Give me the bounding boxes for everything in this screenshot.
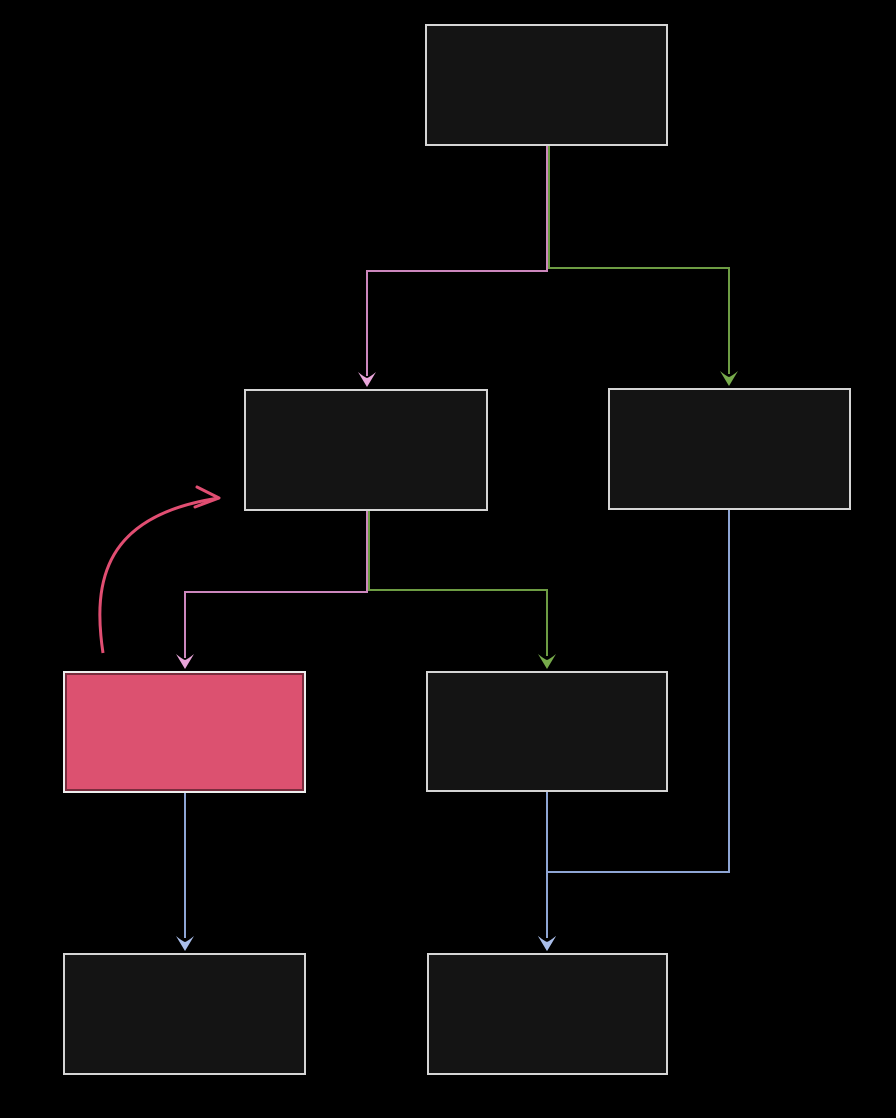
arrowhead-root-to-branch-left: [358, 372, 376, 387]
flowchart-node-branch-left: [244, 389, 488, 511]
arrowhead-branch-right-to-leaf-mid: [538, 936, 556, 951]
arrowhead-highlight-to-leaf-left: [176, 936, 194, 951]
edge-highlight-back-to-branch-left: [98, 496, 220, 654]
edge-branch-left-to-mid-child: [368, 511, 548, 656]
arrowhead-branch-left-to-highlight: [176, 654, 194, 669]
edge-root-to-branch-left: [366, 146, 548, 376]
arrowhead-root-to-branch-right: [720, 371, 738, 386]
open-arrowhead-highlight-back-to-branch-left: [193, 485, 221, 509]
flowchart-node-mid-child: [426, 671, 668, 792]
flowchart-node-leaf-mid: [427, 953, 668, 1075]
flowchart-node-leaf-left: [63, 953, 306, 1075]
edge-branch-left-to-highlight: [184, 511, 368, 658]
edge-root-to-branch-right: [548, 146, 730, 374]
flowchart-node-root: [425, 24, 668, 146]
flowchart-node-highlight: [63, 671, 306, 793]
flowchart-node-branch-right: [608, 388, 851, 510]
arrowhead-mid-child-to-leaf-mid: [538, 936, 556, 951]
arrowhead-branch-left-to-mid-child: [538, 654, 556, 669]
